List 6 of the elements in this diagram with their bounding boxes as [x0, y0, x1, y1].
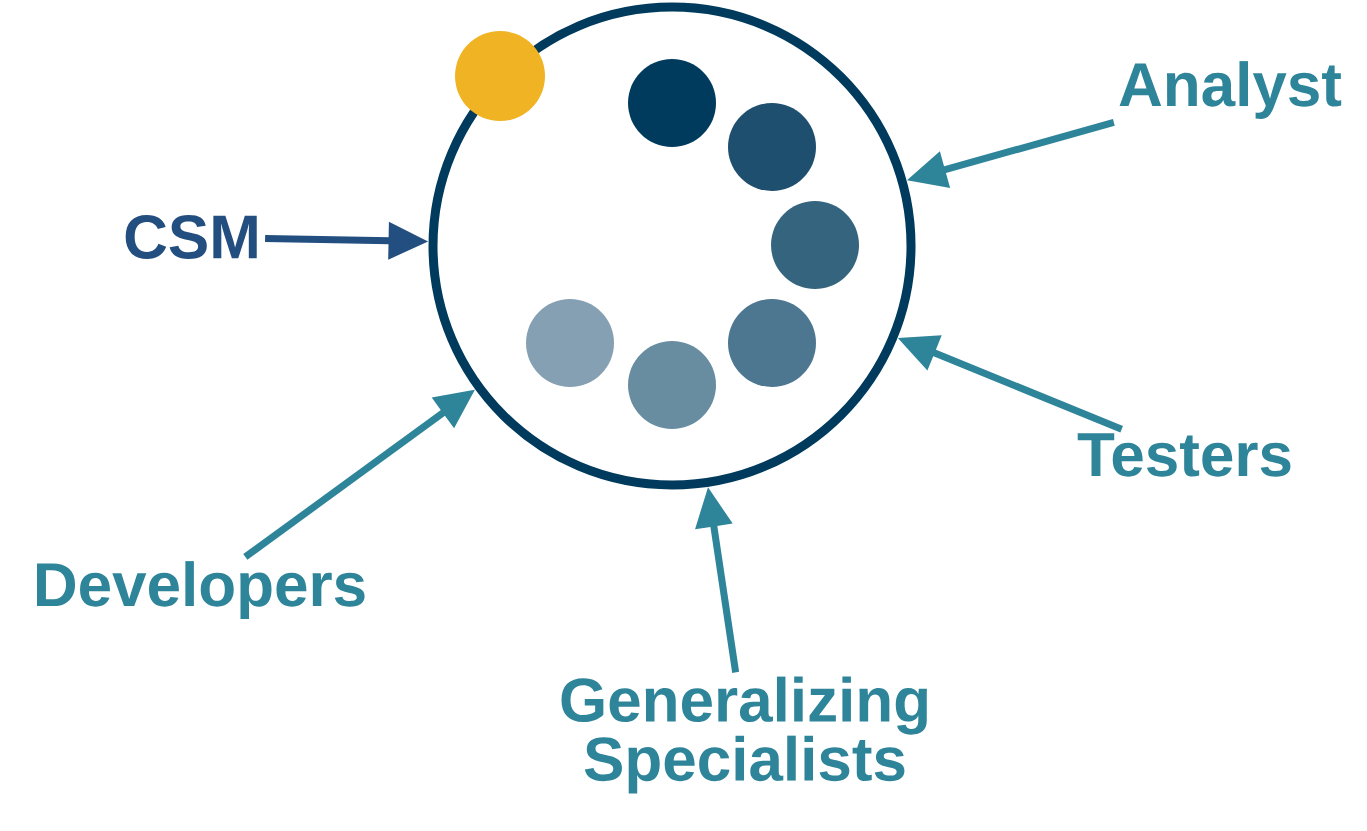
role-label: Developers [37, 561, 365, 619]
role-label: Generalizing Specialists [561, 676, 927, 794]
team-circle [428, 2, 916, 490]
role-label: CSM [125, 215, 257, 259]
role-label: Testers [1077, 433, 1291, 477]
role-label: Analyst [1119, 61, 1342, 119]
